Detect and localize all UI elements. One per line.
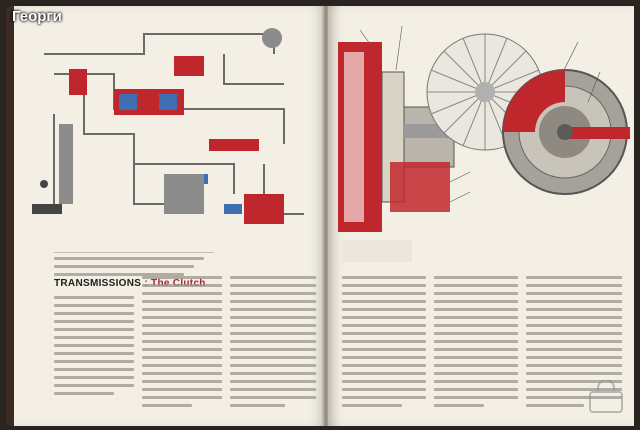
body-text-col1 xyxy=(54,296,134,400)
marketplace-logo xyxy=(589,380,623,413)
body-text-col6 xyxy=(526,276,622,412)
book-gutter xyxy=(322,6,330,426)
body-text-col2 xyxy=(142,276,222,412)
body-text-col3 xyxy=(230,276,316,412)
body-text-col4 xyxy=(342,276,426,412)
hydraulic-diagram xyxy=(32,28,304,224)
watermark-label: Георги xyxy=(12,8,62,25)
flywheel-assembly xyxy=(502,69,630,195)
section-heading: TRANSMISSIONS : The Clutch xyxy=(54,278,206,289)
right-page xyxy=(328,6,634,426)
clutch-cutaway-illustration xyxy=(338,25,630,262)
left-page: TRANSMISSIONS : The Clutch xyxy=(14,6,326,426)
section-title-main: TRANSMISSIONS xyxy=(54,278,142,289)
open-book: TRANSMISSIONS : The Clutch xyxy=(6,6,634,426)
clutch-cross-section xyxy=(338,42,524,232)
diagram-legend xyxy=(54,252,214,287)
section-title-sub: The Clutch xyxy=(151,278,206,289)
body-text-col5 xyxy=(434,276,518,412)
